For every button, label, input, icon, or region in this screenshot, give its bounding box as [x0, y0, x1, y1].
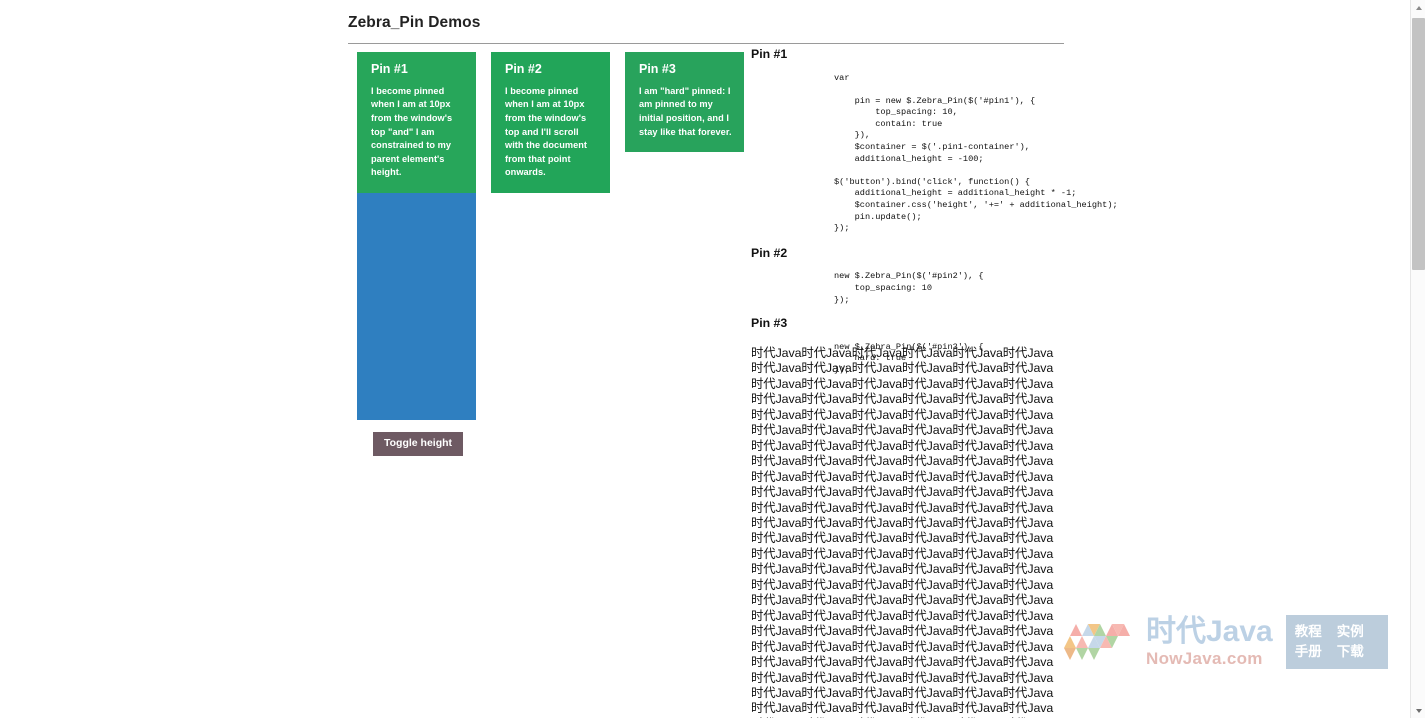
watermark-badge-item-2: 手册 — [1294, 644, 1322, 659]
pin-box-3: Pin #3 I am "hard" pinned: I am pinned t… — [625, 52, 744, 153]
watermark-wordmark: 时代Java NowJava.com — [1146, 615, 1273, 668]
pin-box-1-heading: Pin #1 — [371, 62, 408, 76]
scroll-up-arrow-icon[interactable] — [1411, 0, 1425, 15]
code-snippet-pin2: new $.Zebra_Pin($('#pin2'), { top_spacin… — [834, 271, 984, 305]
spacer — [751, 306, 1071, 317]
nowjava-logo-icon — [1064, 624, 1130, 660]
doc-heading-pin2: Pin #2 — [751, 245, 788, 260]
doc-heading-pin3: Pin #3 — [751, 316, 788, 331]
pin-box-1: Pin #1 I become pinned when I am at 10px… — [357, 52, 476, 194]
spacer — [751, 331, 1071, 342]
watermark-badge-item-0: 教程 — [1294, 624, 1322, 640]
doc-heading-pin1: Pin #1 — [751, 47, 788, 61]
code-snippet-pin1: var pin = new $.Zebra_Pin($('#pin1'), { … — [834, 72, 1118, 234]
pin-box-2-heading: Pin #2 — [505, 62, 542, 76]
pin1-container: Pin #1 I become pinned when I am at 10px… — [357, 52, 476, 420]
watermark-badge-item-3: 下载 — [1336, 644, 1364, 659]
page-header-region: Zebra_Pin Demos — [348, 0, 1064, 44]
toggle-height-button[interactable]: Toggle height — [373, 432, 464, 456]
spacer — [751, 260, 1071, 271]
watermark-brand-bottom: NowJava.com — [1146, 649, 1263, 668]
pin-box-3-heading: Pin #3 — [639, 62, 676, 76]
spacer — [751, 235, 1071, 247]
pin-demo-columns: Pin #1 I become pinned when I am at 10px… — [348, 52, 748, 472]
vertical-scrollbar[interactable] — [1410, 0, 1425, 718]
code-snippet-pin3: new $.Zebra_Pin($('#pin3'), { hard: true… — [834, 341, 984, 375]
scroll-down-arrow-icon[interactable] — [1411, 703, 1425, 718]
pin2-container: Pin #2 I become pinned when I am at 10px… — [491, 52, 610, 194]
pin-box-1-text: I become pinned when I am at 10px from t… — [371, 85, 453, 178]
page-title: Zebra_Pin Demos — [348, 14, 481, 31]
watermark: 时代Java NowJava.com 教程实例手册下载 — [1058, 608, 1388, 676]
watermark-brand-top: 时代Java — [1146, 615, 1273, 648]
title-divider — [348, 43, 1064, 44]
pin3-container: Pin #3 I am "hard" pinned: I am pinned t… — [625, 52, 744, 153]
pin-box-2: Pin #2 I become pinned when I am at 10px… — [491, 52, 610, 194]
pin-box-2-text: I become pinned when I am at 10px from t… — [505, 85, 588, 178]
scrollbar-thumb[interactable] — [1412, 18, 1425, 270]
watermark-badge: 教程实例手册下载 — [1285, 615, 1388, 669]
filler-paragraph: 时代Java时代Java时代Java时代Java时代Java时代Java时代Ja… — [751, 346, 1054, 718]
code-documentation-region: Pin #1 var pin = new $.Zebra_Pin($('#pin… — [751, 47, 1118, 376]
pin-box-3-text: I am "hard" pinned: I am pinned to my in… — [639, 85, 732, 137]
watermark-badge-item-1: 实例 — [1336, 624, 1364, 640]
spacer — [751, 62, 1071, 73]
